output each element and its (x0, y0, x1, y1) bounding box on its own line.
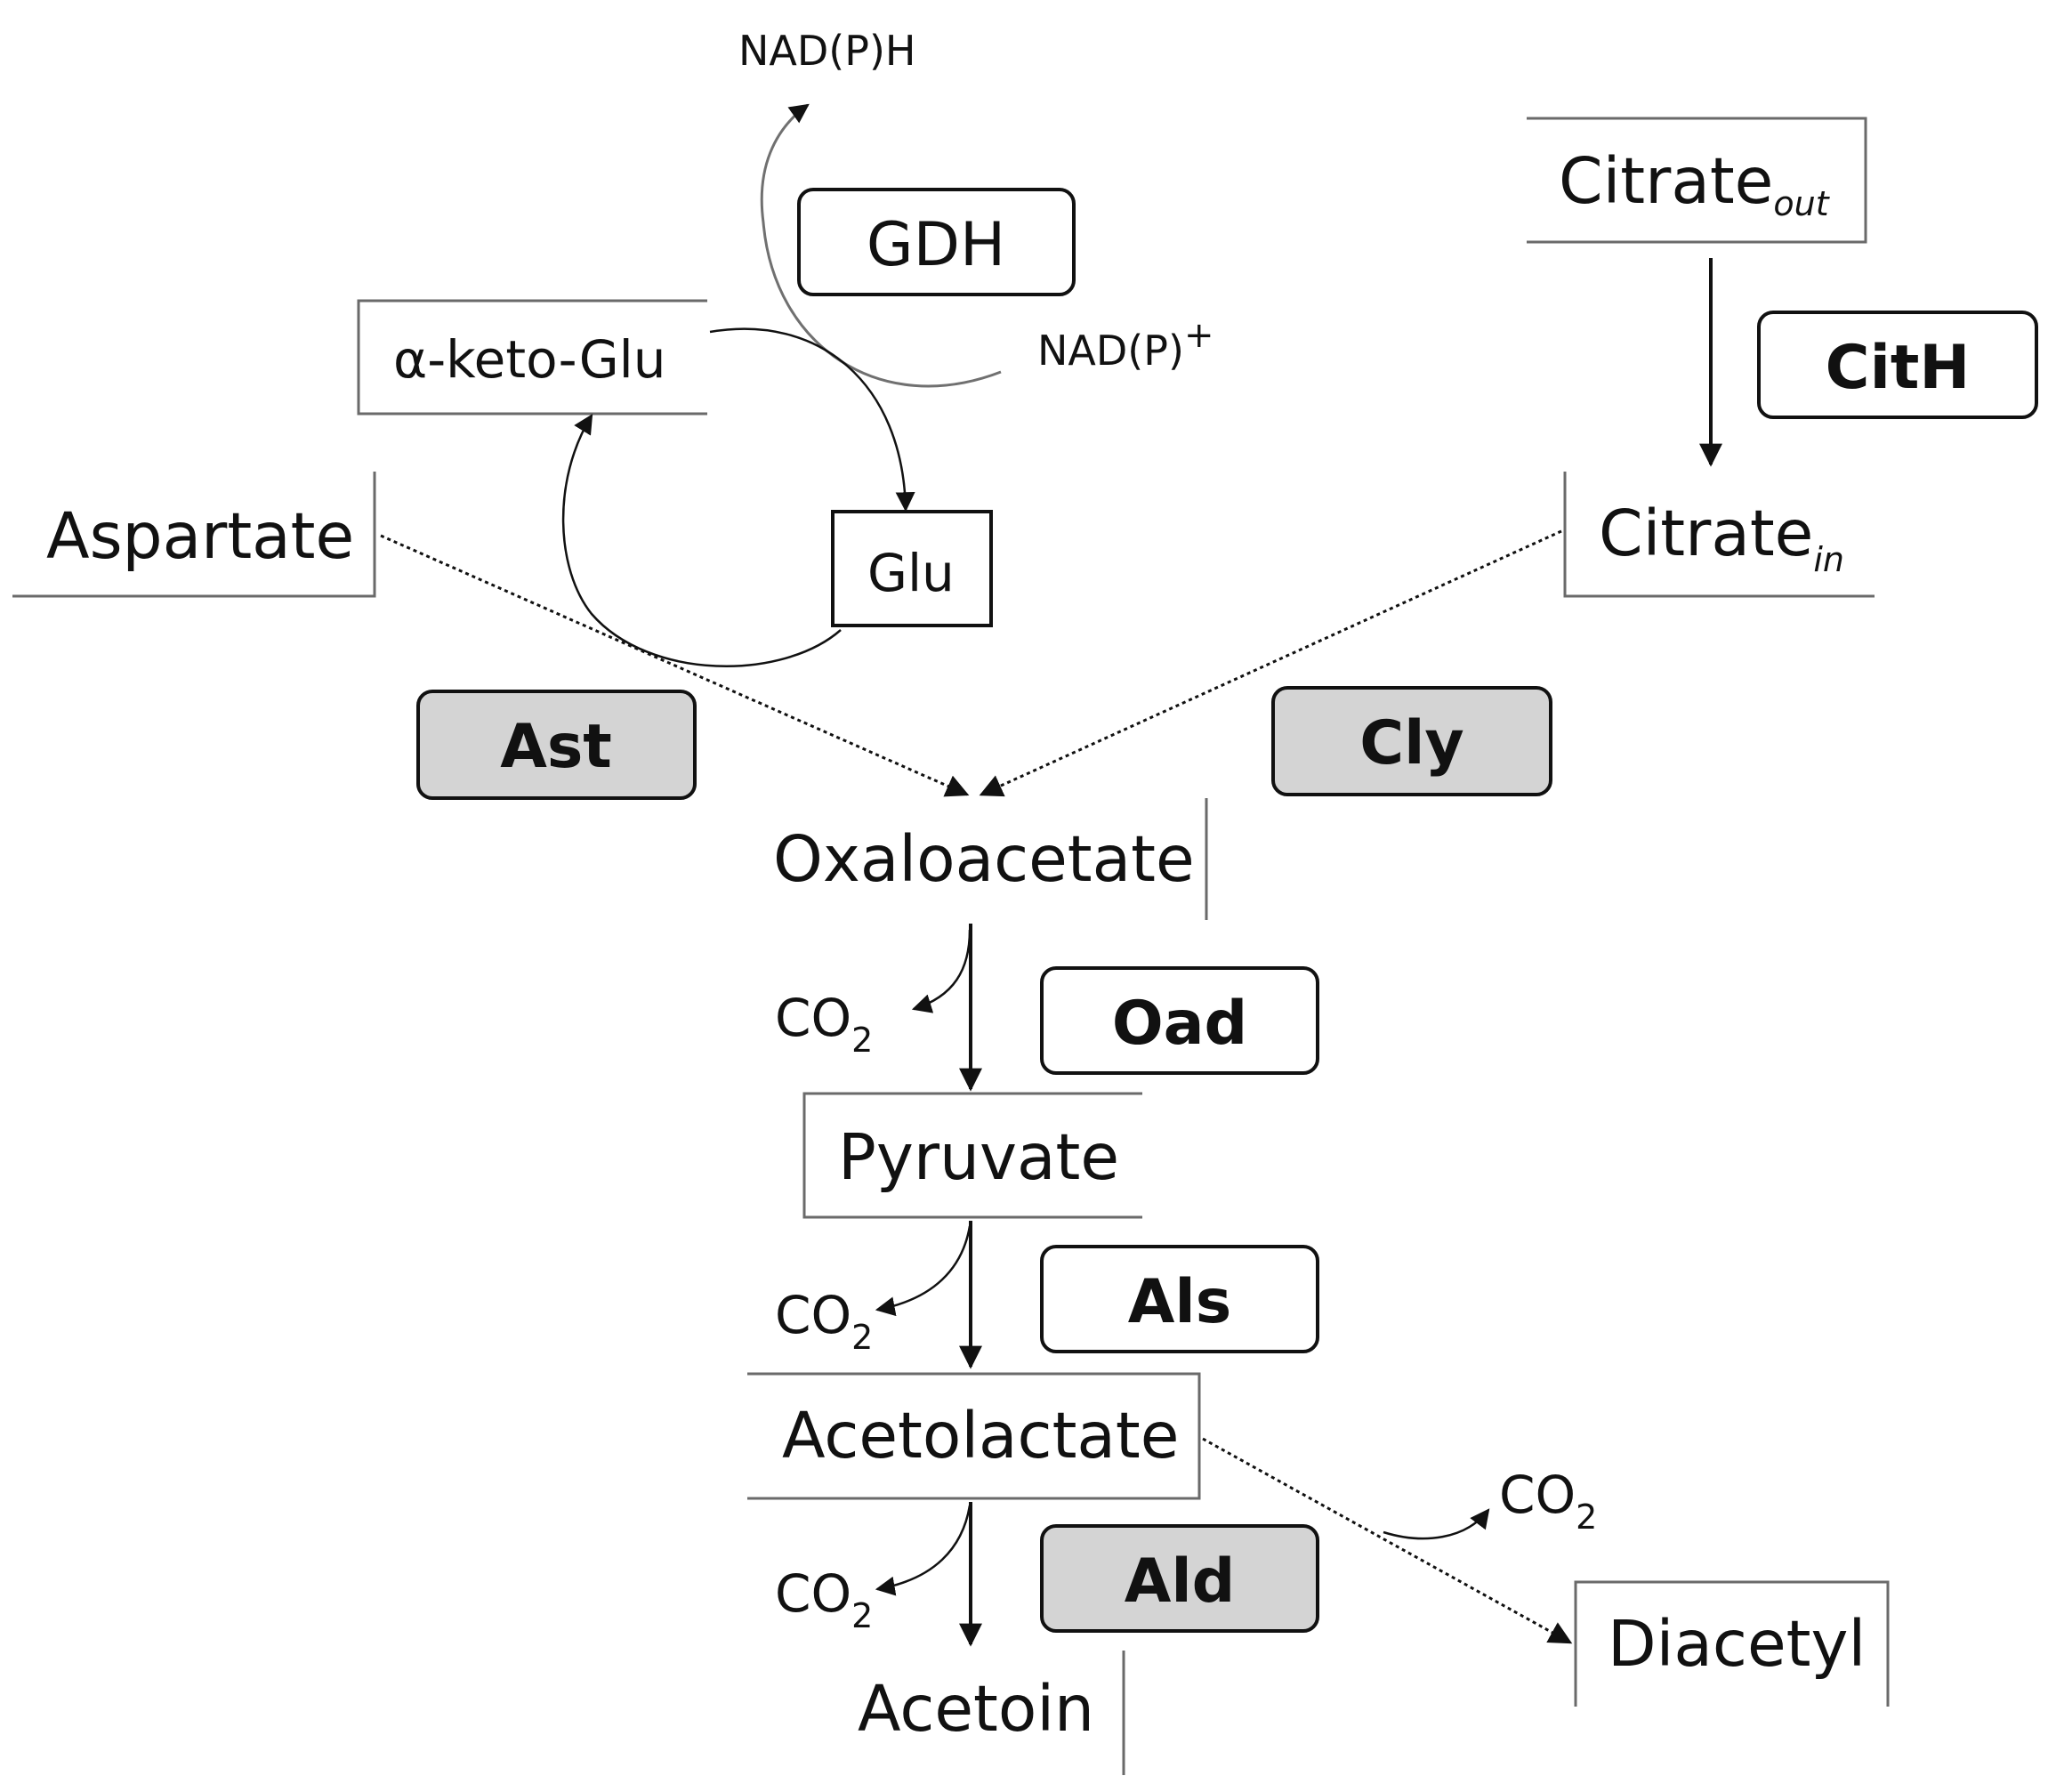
alpha-keto-glu-frame (357, 299, 707, 416)
co2-label-als: CO2 (775, 1285, 873, 1357)
diacetyl-co2-release-arrow (1383, 1508, 1490, 1540)
citrate-in-label: Citratein (1599, 496, 1844, 579)
aspartate-to-oxaloacetate-arrow (380, 534, 970, 797)
enzyme-als-label: Als (1128, 1267, 1231, 1337)
aspartate-label: Aspartate (46, 499, 354, 573)
enzyme-ald-label: Ald (1125, 1546, 1236, 1617)
co2-label-diacetyl: CO2 (1499, 1465, 1597, 1537)
enzyme-cly: Cly (1271, 686, 1552, 796)
glu-to-alpha-keto-glu-arrow (561, 414, 842, 667)
citrate-in-frame (1563, 472, 1875, 598)
co2-text: CO (775, 988, 851, 1048)
gdh-cofactor-arrow (760, 103, 1002, 388)
enzyme-ald: Ald (1040, 1524, 1319, 1633)
nadph-label: NAD(P)H (738, 27, 916, 75)
pyruvate-frame (802, 1092, 1142, 1219)
co2-text: CO (1499, 1465, 1576, 1525)
co2-subscript: 2 (851, 1318, 873, 1357)
enzyme-gdh: GDH (797, 188, 1076, 296)
als-co2-release-arrow (875, 1225, 972, 1317)
enzyme-oad: Oad (1040, 966, 1319, 1075)
citrate-out-subscript: out (1773, 184, 1830, 223)
citrate-in-subscript: in (1813, 540, 1844, 579)
glu-label: Glu (867, 543, 955, 603)
aspartate-frame (12, 472, 376, 598)
citrate-out-frame (1527, 117, 1867, 244)
co2-text: CO (775, 1563, 851, 1624)
co2-subscript: 2 (851, 1021, 873, 1060)
co2-text: CO (775, 1285, 851, 1345)
enzyme-als: Als (1040, 1245, 1319, 1353)
enzyme-ast: Ast (416, 690, 697, 800)
citrate-out-text: Citrate (1559, 144, 1773, 218)
nadp-charge: + (1184, 315, 1214, 356)
enzyme-cith: CitH (1757, 311, 2038, 419)
enzyme-cith-label: CitH (1826, 333, 1971, 403)
ald-co2-release-arrow (875, 1505, 972, 1596)
pyruvate-label: Pyruvate (838, 1120, 1119, 1194)
citrate-out-label: Citrateout (1559, 144, 1831, 223)
co2-subscript: 2 (851, 1596, 873, 1635)
co2-subscript: 2 (1576, 1497, 1597, 1537)
acetoin-label: Acetoin (858, 1672, 1094, 1746)
diacetyl-frame (1574, 1580, 1890, 1707)
acetolactate-to-diacetyl-arrow (1202, 1437, 1573, 1644)
acetolactate-label: Acetolactate (782, 1399, 1179, 1473)
enzyme-ast-label: Ast (500, 712, 612, 782)
nadp-label: NAD(P)+ (1037, 315, 1213, 375)
enzyme-cly-label: Cly (1359, 708, 1464, 779)
alpha-keto-glu-to-glu-arrow (709, 327, 915, 513)
acetolactate-frame (747, 1372, 1201, 1500)
nadp-text: NAD(P) (1037, 327, 1184, 375)
enzyme-oad-label: Oad (1112, 989, 1247, 1059)
oxaloacetate-label: Oxaloacetate (773, 822, 1195, 896)
enzyme-gdh-label: GDH (867, 210, 1005, 280)
co2-label-ald: CO2 (775, 1563, 873, 1635)
oad-co2-release-arrow (911, 929, 972, 1013)
alpha-keto-glu-label: α-keto-Glu (393, 329, 666, 390)
diacetyl-label: Diacetyl (1608, 1607, 1866, 1681)
co2-label-oad: CO2 (775, 988, 873, 1060)
citrate-in-text: Citrate (1599, 496, 1813, 570)
